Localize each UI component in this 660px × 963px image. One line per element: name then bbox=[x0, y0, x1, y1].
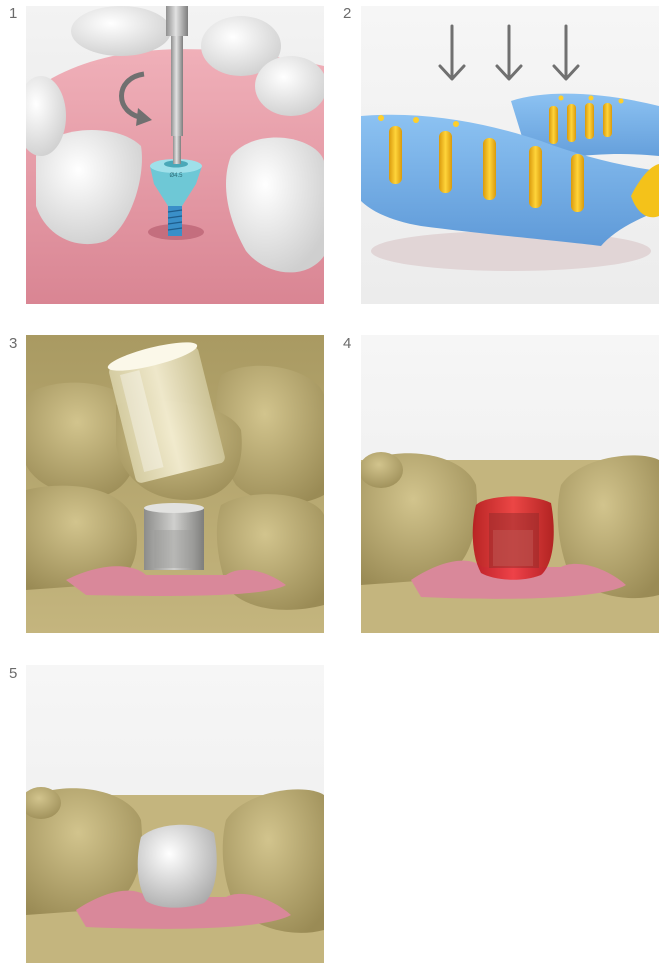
step-number-3: 3 bbox=[9, 335, 17, 352]
step-2-illustration bbox=[361, 6, 659, 304]
step-4-illustration bbox=[361, 335, 659, 633]
back-tooth bbox=[71, 6, 171, 56]
step-5-illustration bbox=[26, 665, 324, 963]
implant-size-label: Ø4.5 bbox=[169, 173, 183, 179]
step-3-illustration bbox=[26, 335, 324, 633]
step-number-4: 4 bbox=[343, 335, 351, 352]
step-number-5: 5 bbox=[9, 665, 17, 682]
screwdriver-shaft bbox=[171, 36, 183, 136]
back-tooth bbox=[255, 56, 324, 116]
step-number-2: 2 bbox=[343, 5, 351, 22]
step-number-1: 1 bbox=[9, 5, 17, 22]
step-1-illustration: Ø4.5 bbox=[26, 6, 324, 304]
screwdriver-handle bbox=[166, 6, 188, 36]
final-crown bbox=[138, 825, 217, 908]
